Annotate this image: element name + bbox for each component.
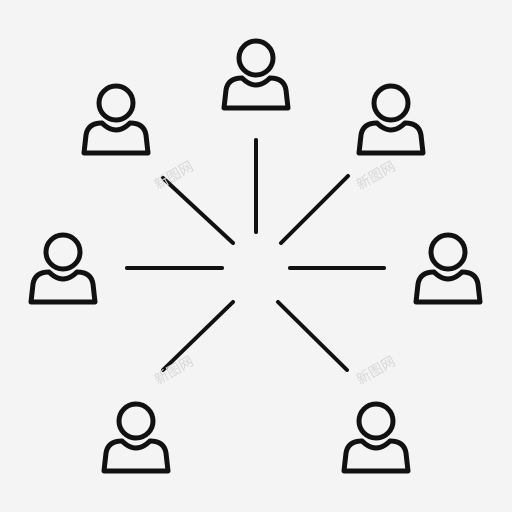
ray-upper-right	[279, 174, 350, 245]
ray-upper-left	[161, 176, 235, 245]
ray-lower-left	[161, 300, 235, 372]
person-icon-right	[413, 232, 483, 305]
watermark-text: 新图网	[354, 354, 398, 389]
person-icon-lower-left	[101, 401, 171, 474]
ray-lower-right	[276, 300, 349, 372]
person-icon-top	[221, 38, 291, 111]
watermark-text: 新图网	[354, 159, 398, 194]
person-icon-upper-left	[81, 83, 151, 156]
person-icon-lower-right	[341, 401, 411, 474]
person-icon-upper-right	[356, 83, 426, 156]
person-icon-left	[28, 232, 98, 305]
